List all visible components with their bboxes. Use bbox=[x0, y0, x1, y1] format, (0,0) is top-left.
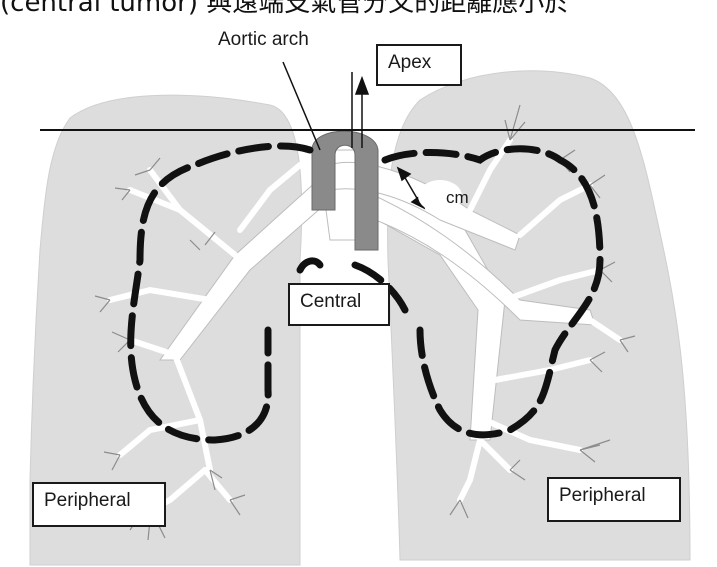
aortic-arch bbox=[311, 130, 379, 251]
peripheral-right-label: Peripheral bbox=[547, 477, 681, 522]
peripheral-left-label: Peripheral bbox=[32, 482, 166, 527]
aortic-arch-pointer bbox=[282, 61, 321, 151]
left-twigs bbox=[94, 157, 246, 541]
cm-highlight bbox=[418, 180, 462, 212]
cropped-header-text: (central tumor) 與遠端支氣管分叉的距離應小於 bbox=[0, 0, 571, 18]
apex-arrow bbox=[351, 72, 370, 148]
left-lung bbox=[29, 94, 303, 566]
central-boundary bbox=[127, 142, 604, 444]
central-label: Central bbox=[288, 283, 390, 326]
cm-label: cm bbox=[446, 188, 469, 207]
apex-label: Apex bbox=[376, 44, 462, 86]
aortic-arch-label: Aortic arch bbox=[218, 29, 309, 50]
right-branches bbox=[457, 137, 623, 503]
